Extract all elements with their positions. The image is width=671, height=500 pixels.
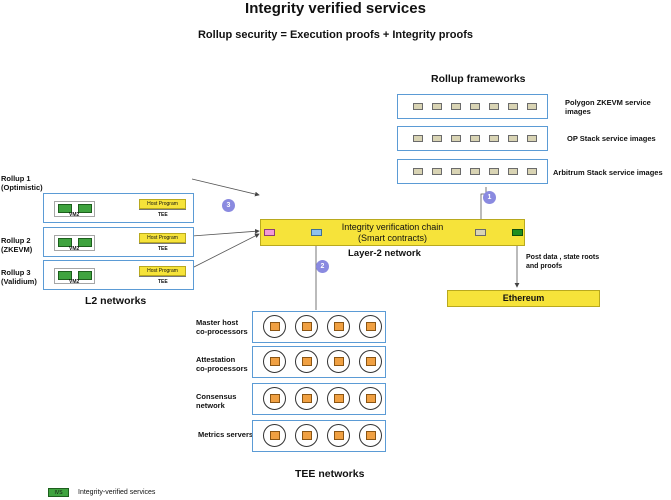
layer2-network-caption: Layer-2 network <box>348 248 421 259</box>
legend-ivs-swatch: IVS <box>48 488 69 497</box>
rollup-box-1: VM2 Host Program TEE <box>43 193 194 223</box>
rollup-label-2-line2: (ZKEVM) <box>1 245 33 254</box>
host-program: Host Program <box>139 266 186 276</box>
arrow-rollup1-chain <box>191 178 260 197</box>
legend-ivs-swatch-label: IVS <box>54 490 63 496</box>
framework-label-arbitrum: Arbitrum Stack service images <box>553 168 663 177</box>
step-badge-2: 2 <box>316 260 329 273</box>
host-program: Host Program <box>139 199 186 209</box>
tee-label: TEE <box>158 212 168 218</box>
tee-row-label-2-line1: Attestation <box>196 355 236 364</box>
rollup-label-3-line2: (Validium) <box>1 277 37 286</box>
step-badge-1: 1 <box>483 191 496 204</box>
tee-networks-heading: TEE networks <box>295 468 365 480</box>
framework-box-op <box>397 126 548 151</box>
step-badge-3: 3 <box>222 199 235 212</box>
ethereum-arrow-label-line1: Post data , state roots <box>526 254 600 261</box>
ethereum-arrow-label-line2: and proofs <box>526 263 563 270</box>
chain-slot-pink <box>264 229 275 236</box>
host-program-label: Host Program <box>147 201 178 207</box>
tee-row-box-1 <box>252 311 386 343</box>
service-image-slots <box>413 168 537 175</box>
diagram-title: Integrity verified services <box>245 0 426 17</box>
vm-box: VM2 <box>54 268 95 285</box>
chain-slot-green <box>512 229 523 236</box>
tee-label: TEE <box>158 279 168 285</box>
ivs-module <box>58 204 72 213</box>
legend-label: Integrity-verified services <box>78 489 156 496</box>
chain-slot-blue <box>311 229 322 236</box>
chain-title-line2: (Smart contracts) <box>357 233 427 243</box>
ethereum-label: Ethereum <box>502 293 545 303</box>
vm-label: VM2 <box>69 246 80 252</box>
tee-node-group <box>263 387 382 410</box>
service-image-slots <box>413 135 537 142</box>
ivs-module <box>58 271 72 280</box>
chain-title-line1: Integrity verification chain <box>341 222 444 232</box>
tee-row-label-1-line2: co-processors <box>196 327 248 336</box>
tee-underline <box>139 209 186 210</box>
host-program-label: Host Program <box>147 268 178 274</box>
host-program: Host Program <box>139 233 186 243</box>
tee-node-group <box>263 350 382 373</box>
tee-row-label-3-line1: Consensus <box>196 392 237 401</box>
tee-row-label-1-line1: Master host <box>196 318 239 327</box>
integrity-verification-chain: Integrity verification chain (Smart cont… <box>260 219 525 246</box>
vm-label: VM2 <box>69 279 80 285</box>
vm-label: VM2 <box>69 212 80 218</box>
framework-box-polygon <box>397 94 548 119</box>
rollup-frameworks-heading: Rollup frameworks <box>431 73 526 85</box>
rollup-label-1-line1: Rollup 1 <box>1 174 31 183</box>
tee-row-label-4: Metrics servers <box>198 430 254 439</box>
vm-box: VM2 <box>54 201 95 218</box>
rollup-label-3-line1: Rollup 3 <box>1 268 31 277</box>
framework-box-arbitrum <box>397 159 548 184</box>
l2-networks-heading: L2 networks <box>85 295 147 307</box>
diagram-subtitle: Rollup security = Execution proofs + Int… <box>197 29 474 41</box>
ivs-module <box>58 238 72 247</box>
service-image-slots <box>413 103 537 110</box>
rollup-label-2-line1: Rollup 2 <box>1 236 31 245</box>
framework-label-op: OP Stack service images <box>567 134 656 143</box>
rollup-box-3: VM2 Host Program TEE <box>43 260 194 290</box>
tee-row-label-3-line2: network <box>196 401 225 410</box>
arrow-rollup3-chain <box>191 233 260 269</box>
framework-label-polygon: Polygon ZKEVM service images <box>565 98 651 116</box>
chain-slot-grey <box>475 229 486 236</box>
tee-node-group <box>263 315 382 338</box>
ivs-module <box>78 238 92 247</box>
arrow-rollup2-chain <box>191 228 260 237</box>
ivs-module <box>78 271 92 280</box>
tee-row-box-3 <box>252 383 386 415</box>
ivs-module <box>78 204 92 213</box>
tee-node-group <box>263 424 382 447</box>
tee-row-box-4 <box>252 420 386 452</box>
tee-label: TEE <box>158 246 168 252</box>
tee-underline <box>139 243 186 244</box>
tee-underline <box>139 276 186 277</box>
tee-row-label-2-line2: co-processors <box>196 364 248 373</box>
ethereum-box: Ethereum <box>447 290 600 307</box>
vm-box: VM2 <box>54 235 95 252</box>
tee-row-box-2 <box>252 346 386 378</box>
rollup-box-2: VM2 Host Program TEE <box>43 227 194 257</box>
rollup-label-1-line2: (Optimistic) <box>1 183 43 192</box>
host-program-label: Host Program <box>147 235 178 241</box>
